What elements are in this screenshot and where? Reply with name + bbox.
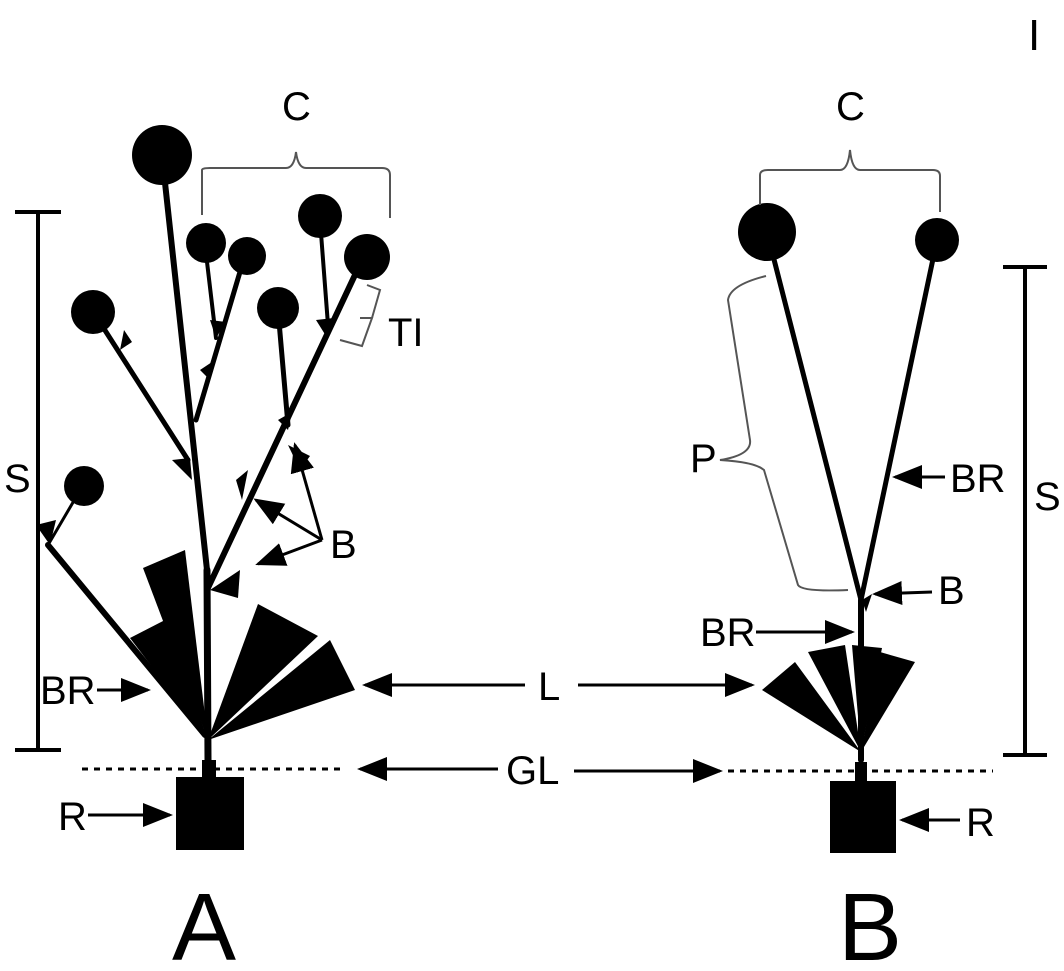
bract <box>210 320 226 338</box>
capitulum <box>71 290 115 334</box>
capitulum <box>186 223 226 263</box>
panel-label-a: A <box>172 874 236 971</box>
crown-label-b: C <box>836 85 865 129</box>
plant-a-root-collar <box>202 760 216 780</box>
bract-arrow-b <box>872 581 933 606</box>
bract-label-b: B <box>938 569 965 613</box>
capitulum <box>738 203 796 261</box>
stem-bar-b <box>1003 265 1047 757</box>
plant-a-root <box>176 777 244 850</box>
panel-label-b: B <box>838 874 902 971</box>
bract-arrows-a <box>253 442 324 566</box>
plant-a <box>36 125 390 850</box>
leaf <box>130 620 208 740</box>
branch <box>45 542 208 738</box>
main-stem <box>203 566 212 764</box>
capitulum <box>132 125 192 185</box>
bract-label-a: B <box>330 523 357 567</box>
bract <box>316 318 334 336</box>
plant-b-leaves <box>762 645 915 752</box>
leaf-label: L <box>538 665 560 709</box>
leaf <box>861 652 915 752</box>
bract <box>862 594 872 612</box>
bract <box>236 470 248 500</box>
plant-b-root-collar <box>855 762 867 784</box>
branch-label-b-upper: BR <box>950 457 1006 501</box>
capitulum <box>344 234 390 280</box>
capitulum <box>257 287 299 329</box>
plant-b <box>738 203 959 853</box>
root-label-b: R <box>966 801 995 845</box>
plant-b-capitula <box>738 203 959 262</box>
stem-label-a: S <box>4 457 31 501</box>
leaf <box>808 645 861 752</box>
corner-mark: I <box>1028 11 1040 60</box>
leaf <box>208 604 318 740</box>
ground-line-label: GL <box>506 749 559 793</box>
bract <box>278 412 292 430</box>
bract <box>172 458 192 480</box>
branch <box>89 307 191 463</box>
bract <box>200 362 212 380</box>
peduncle-bracket <box>719 275 849 592</box>
capitulum <box>298 194 342 238</box>
crown-label-a: C <box>282 85 311 129</box>
branch <box>275 307 291 428</box>
bract <box>210 570 240 598</box>
branch <box>193 252 248 423</box>
peduncle <box>764 229 864 603</box>
crown-bracket-b <box>759 149 941 212</box>
crown-bracket-a <box>201 151 391 218</box>
bract <box>120 330 132 350</box>
plant-a-leaves <box>130 550 355 740</box>
branch-label-b-lower: BR <box>700 611 756 655</box>
leaf <box>762 662 861 752</box>
leaf <box>143 550 208 740</box>
capitulum <box>915 218 959 262</box>
plant-a-capitula <box>64 125 390 506</box>
capitulum <box>64 466 104 506</box>
root-label-a: R <box>58 795 87 839</box>
plant-b-root <box>830 781 896 853</box>
bract <box>36 520 56 545</box>
peduncle <box>858 237 940 603</box>
peduncle-label: P <box>690 437 717 481</box>
terminal-label: TI <box>388 311 424 355</box>
branch-label-a: BR <box>40 669 96 713</box>
terminal-bracket <box>339 284 382 348</box>
stem-bar-a <box>15 210 61 752</box>
branch <box>159 152 210 573</box>
stem-label-b: S <box>1034 475 1061 519</box>
plant-b-branches <box>764 229 940 763</box>
leaf <box>208 640 355 740</box>
capitulum <box>228 237 266 275</box>
